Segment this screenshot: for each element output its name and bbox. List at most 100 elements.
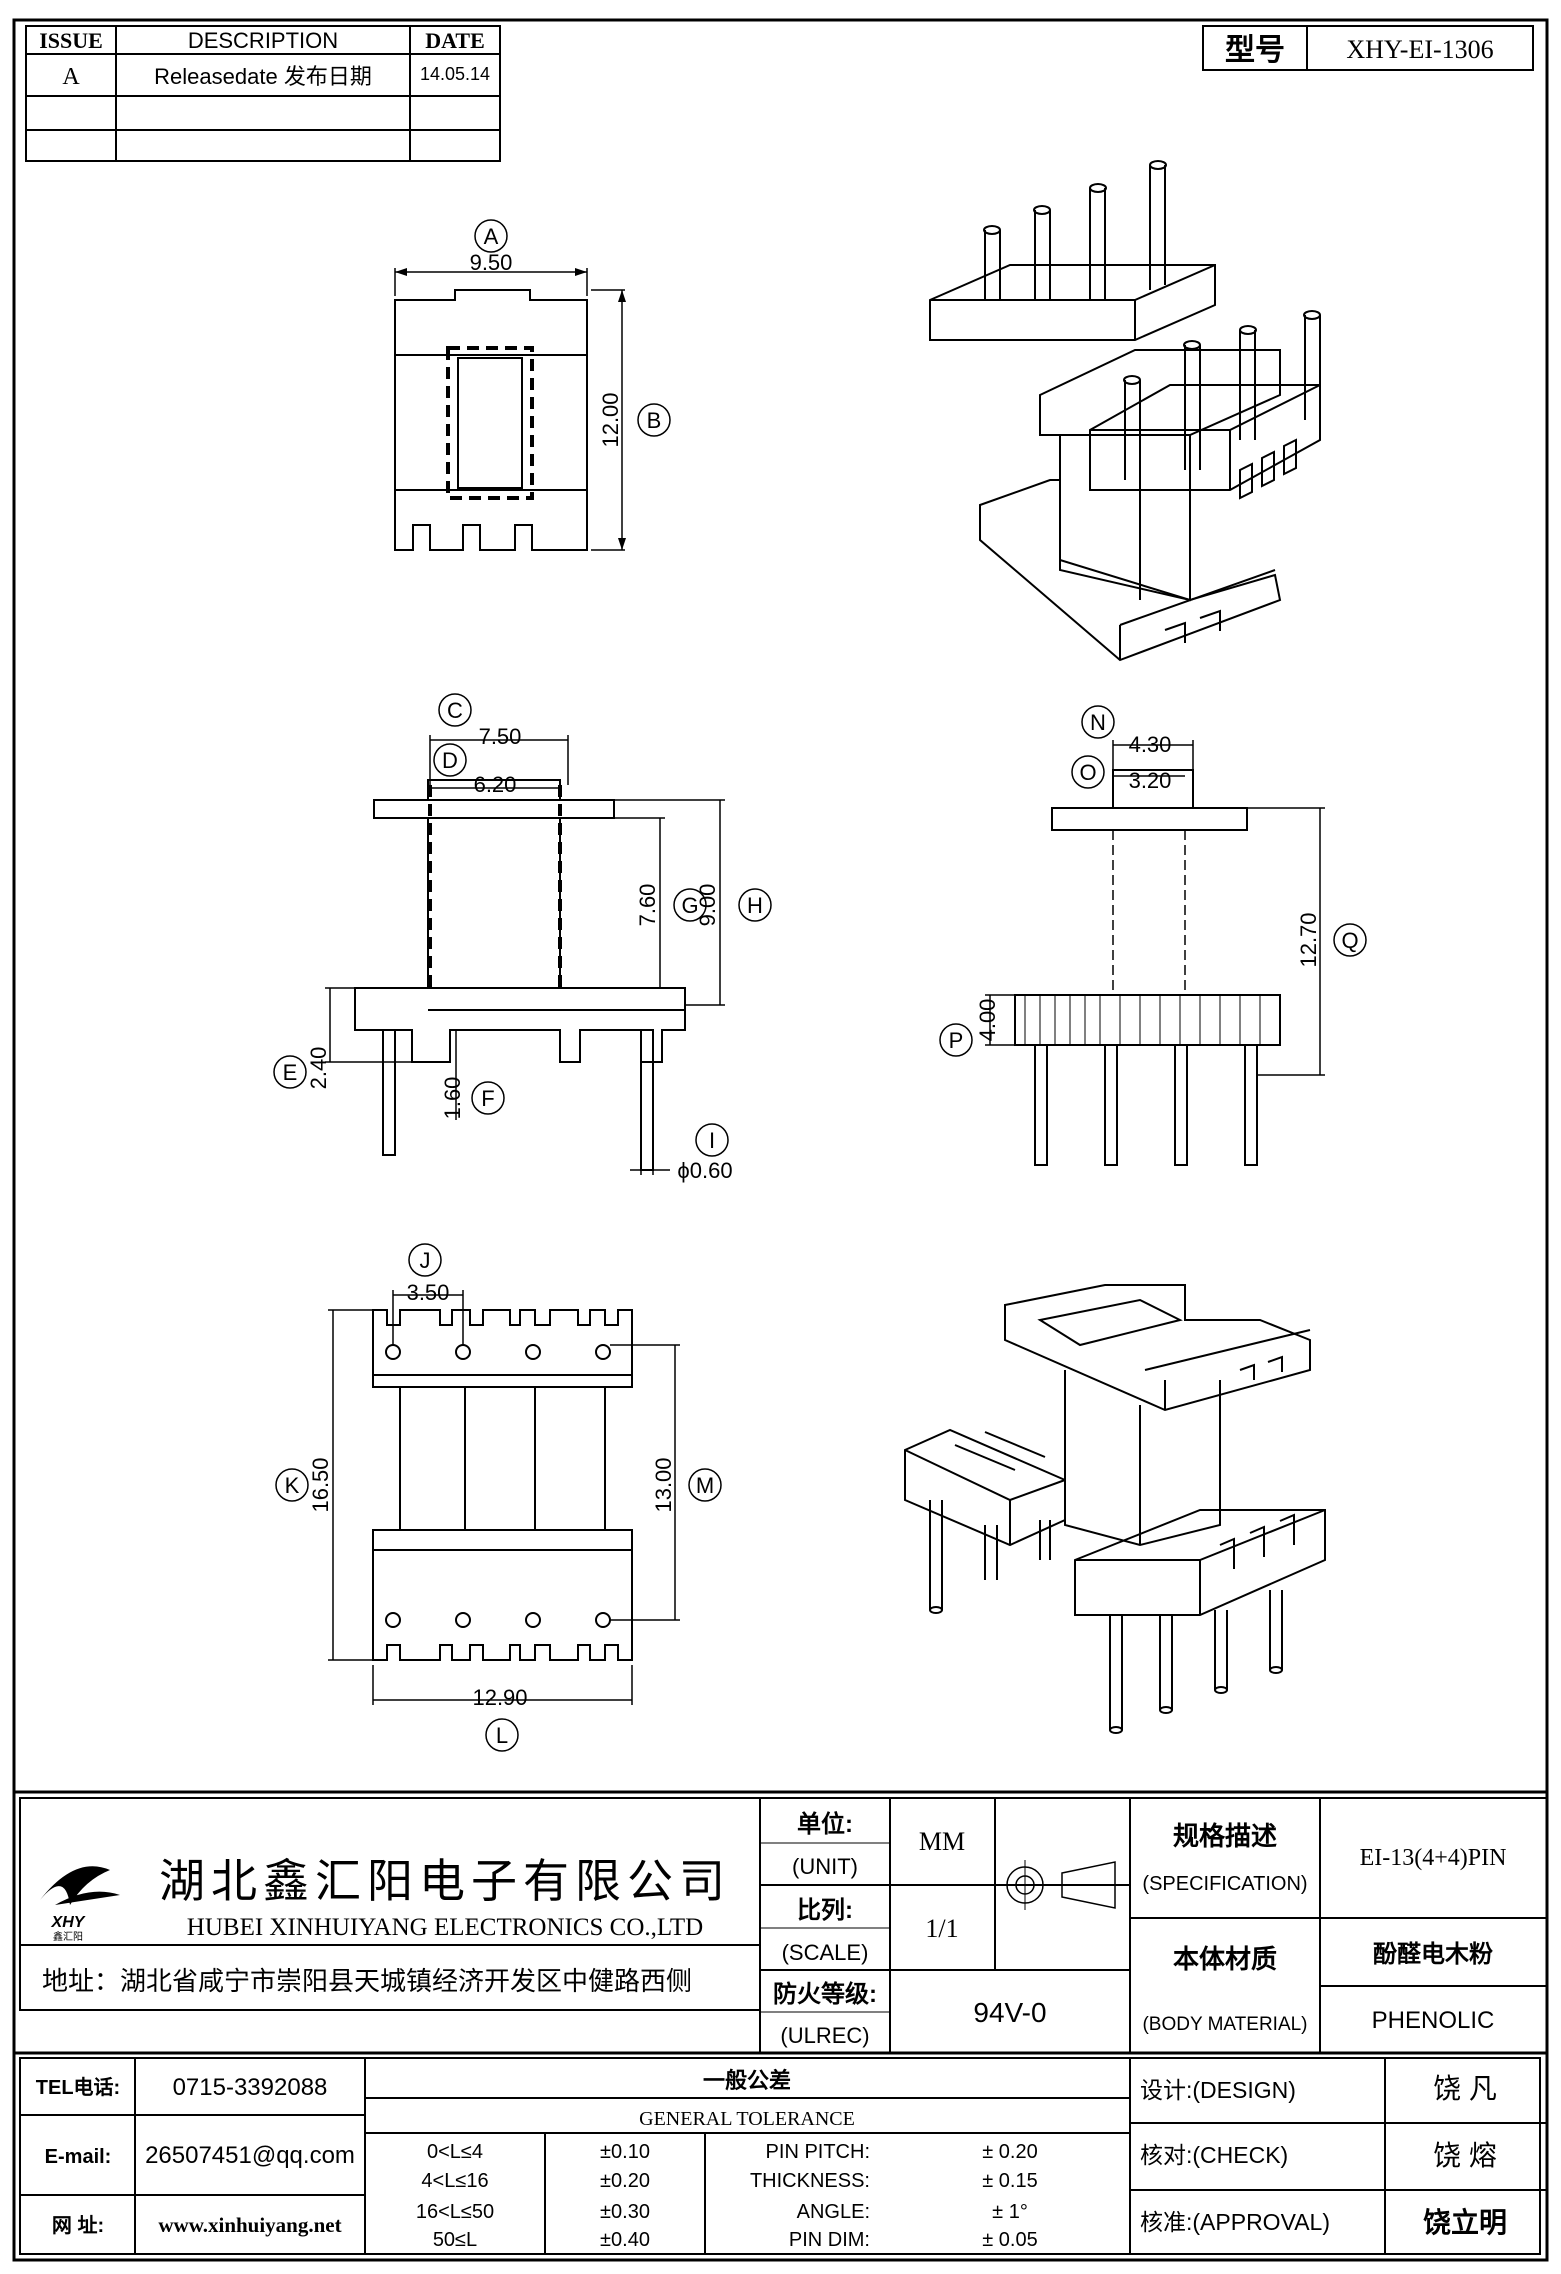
tolerance-title-en: GENERAL TOLERANCE: [639, 2108, 855, 2130]
balloon-G: [673, 888, 707, 922]
check-label: 核对:(CHECK): [1140, 2142, 1288, 2168]
balloon-N: [1081, 705, 1115, 739]
approval-label: 核准:(APPROVAL): [1140, 2209, 1330, 2235]
balloon-A: [474, 219, 508, 253]
balloon-Q: [1333, 923, 1367, 957]
balloon-M: [688, 1468, 722, 1502]
tol-extra-label-0: PIN PITCH:: [766, 2141, 870, 2163]
tol-range-3: 50≤L: [433, 2229, 477, 2251]
balloon-K-letter: K: [285, 1473, 300, 1498]
side-view-1: 7.50 C 6.20 D 7.60 G 9.00 H 2.40 E 1.60 …: [273, 693, 772, 1183]
projection-symbol: [1000, 1860, 1120, 1910]
model-value: XHY-EI-1306: [1346, 35, 1493, 64]
title-block: XHY 鑫汇阳 湖北鑫汇阳电子有限公司 HUBEI XINHUIYANG ELE…: [14, 1790, 1548, 2255]
dim-C-value: 7.50: [479, 724, 522, 749]
spec-label-cn: 规格描述: [1173, 1821, 1277, 1851]
company-name-cn: 湖北鑫汇阳电子有限公司: [159, 1855, 731, 1907]
revision-table: ISSUE DESCRIPTION DATE A Releasedate 发布日…: [25, 25, 501, 162]
tol-extra-value-1: ± 0.15: [982, 2170, 1037, 2192]
balloon-B: [637, 403, 671, 437]
rev-header-description: DESCRIPTION: [188, 28, 338, 53]
bottom-view: 3.50 J 16.50 K 13.00 M 12.90 L: [275, 1243, 722, 1752]
rev-row-date: 14.05.14: [420, 64, 490, 84]
dim-N-value: 4.30: [1129, 732, 1172, 757]
tol-extra-value-0: ± 0.20: [982, 2141, 1037, 2163]
design-label: 设计:(DESIGN): [1140, 2077, 1296, 2103]
dim-D-value: 6.20: [474, 772, 517, 797]
rev-header-date: DATE: [425, 28, 485, 53]
balloon-E: [273, 1055, 307, 1089]
tol-extra-label-1: THICKNESS:: [750, 2170, 870, 2192]
check-name: 饶 熔: [1433, 2140, 1497, 2171]
dim-Q-value: 12.70: [1296, 912, 1321, 967]
spec-label-en: (SPECIFICATION): [1142, 1873, 1307, 1895]
balloon-L-letter: L: [496, 1723, 508, 1748]
dim-O-value: 3.20: [1129, 768, 1172, 793]
balloon-P: [939, 1023, 973, 1057]
company-name-en: HUBEI XINHUIYANG ELECTRONICS CO.,LTD: [187, 1914, 703, 1941]
web-label: 网 址:: [52, 2214, 104, 2237]
tel-label: TEL电话:: [36, 2076, 120, 2099]
dim-E-value: 2.40: [306, 1047, 331, 1090]
unit-label-cn: 单位:: [797, 1810, 853, 1838]
tol-extra-label-2: ANGLE:: [797, 2201, 870, 2223]
email-value: 26507451@qq.com: [145, 2142, 355, 2169]
balloon-B-letter: B: [647, 408, 662, 433]
tol-range-2: 16<L≤50: [416, 2201, 494, 2223]
dim-F-value: 1.60: [440, 1077, 465, 1120]
ulrec-label-en: (ULREC): [780, 2023, 869, 2048]
balloon-J: [408, 1243, 442, 1277]
design-name: 饶 凡: [1433, 2073, 1497, 2104]
scale-label-en: (SCALE): [782, 1940, 869, 1965]
dim-G-value: 7.60: [635, 884, 660, 927]
balloon-P-letter: P: [949, 1028, 964, 1053]
balloon-D-letter: D: [442, 748, 458, 773]
tol-value-0: ±0.10: [600, 2141, 650, 2163]
dim-L-value: 12.90: [472, 1685, 527, 1710]
approval-name: 饶立明: [1423, 2206, 1507, 2238]
material-value-en: PHENOLIC: [1372, 2007, 1495, 2034]
tol-range-0: 0<L≤4: [427, 2141, 483, 2163]
tol-extra-value-2: ± 1°: [992, 2201, 1028, 2223]
dim-H-value: 9.00: [695, 884, 720, 927]
rev-header-issue: ISSUE: [39, 28, 103, 53]
balloon-C: [438, 693, 472, 727]
balloon-N-letter: N: [1090, 710, 1106, 735]
sheet-border: [12, 18, 1549, 2262]
material-label-en: (BODY MATERIAL): [1142, 2014, 1307, 2035]
balloon-M-letter: M: [696, 1473, 714, 1498]
balloon-L: [485, 1718, 519, 1752]
dim-M-value: 13.00: [651, 1457, 676, 1512]
tol-value-2: ±0.30: [600, 2201, 650, 2223]
side-view-2: 4.30 N 3.20 O 12.70 Q 4.00 P: [939, 705, 1367, 1166]
top-view: 9.50 A 12.00 B: [394, 219, 671, 551]
balloon-O-letter: O: [1079, 760, 1096, 785]
balloon-F-letter: F: [481, 1086, 494, 1111]
tol-value-3: ±0.40: [600, 2229, 650, 2251]
balloon-I: [695, 1123, 729, 1157]
balloon-A-letter: A: [484, 224, 499, 249]
tel-value: 0715-3392088: [173, 2074, 328, 2101]
balloon-F: [471, 1081, 505, 1115]
balloon-C-letter: C: [447, 698, 463, 723]
material-label-cn: 本体材质: [1173, 1944, 1277, 1974]
balloon-G-letter: G: [681, 893, 698, 918]
balloon-I-letter: I: [709, 1128, 715, 1153]
balloon-Q-letter: Q: [1341, 928, 1358, 953]
balloon-H-letter: H: [747, 893, 763, 918]
web-value: www.xinhuiyang.net: [158, 2213, 341, 2237]
unit-label-en: (UNIT): [792, 1854, 858, 1879]
dim-A-value: 9.50: [470, 250, 513, 275]
scale-label-cn: 比列:: [797, 1897, 853, 1924]
tol-extra-value-3: ± 0.05: [982, 2229, 1037, 2251]
ulrec-label-cn: 防火等级:: [773, 1980, 877, 2008]
balloon-D: [433, 743, 467, 777]
company-logo-sub: 鑫汇阳: [53, 1930, 83, 1943]
tolerance-title-cn: 一般公差: [703, 2068, 791, 2093]
spec-value: EI-13(4+4)PIN: [1360, 1845, 1507, 1871]
dim-B-value: 12.00: [598, 392, 623, 447]
dim-I-value: ϕ0.60: [677, 1158, 732, 1183]
tol-extra-label-3: PIN DIM:: [789, 2229, 870, 2251]
iso-view-top: [929, 160, 1321, 662]
